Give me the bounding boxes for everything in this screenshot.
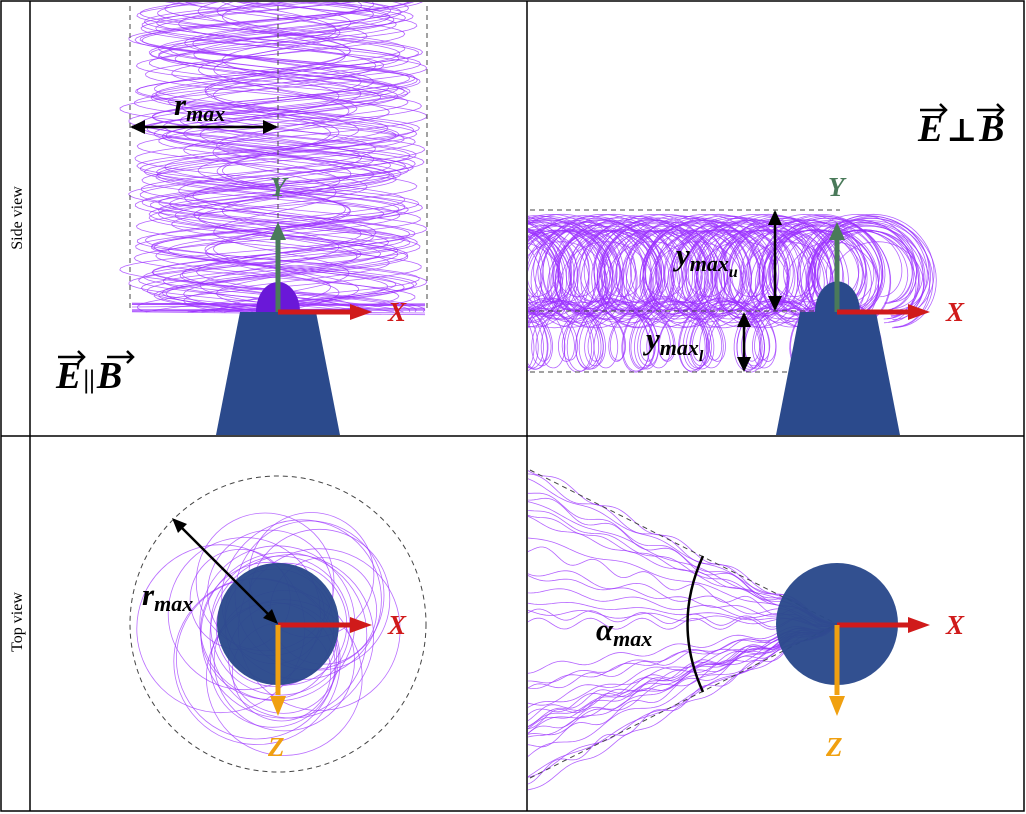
x-axis-arrow xyxy=(278,304,372,320)
probe-body xyxy=(216,282,340,435)
svg-text:E||B: E||B xyxy=(55,355,122,397)
panel-side-parallel: rmax Y X E||B xyxy=(55,2,428,435)
x-axis-label: X xyxy=(387,297,407,327)
r-max-arrow xyxy=(130,120,278,134)
r-max-label: rmax xyxy=(142,577,193,616)
alpha-max-label: αmax xyxy=(596,612,652,651)
r-max-arrow xyxy=(172,518,278,624)
z-axis-label: Z xyxy=(267,732,285,762)
y-axis-label: Y xyxy=(270,172,289,202)
r-max-label: rmax xyxy=(174,87,225,126)
x-axis-label: X xyxy=(387,610,407,640)
relation-e-parallel-b: E||B xyxy=(55,350,135,397)
y-max-u-arrow xyxy=(768,210,782,311)
svg-text:E⊥B: E⊥B xyxy=(917,108,1004,150)
z-axis-arrow xyxy=(829,625,845,716)
y-max-l-label: ymaxl xyxy=(642,321,704,365)
y-axis-arrow xyxy=(829,222,845,312)
y-axis-arrow xyxy=(270,222,286,312)
x-axis-label: X xyxy=(945,610,965,640)
z-axis-arrow xyxy=(270,625,286,716)
x-axis-arrow xyxy=(837,617,930,633)
panel-top-perpendicular: αmax X Z xyxy=(528,469,965,791)
panel-top-parallel: rmax X Z xyxy=(129,475,427,773)
y-max-u-label: ymaxu xyxy=(672,237,738,281)
row-label-top-view: Top view xyxy=(9,592,26,652)
z-axis-label: Z xyxy=(825,732,843,762)
trajectory-helical xyxy=(119,2,428,316)
x-axis-arrow xyxy=(837,304,930,320)
alpha-max-arc xyxy=(686,555,705,693)
x-axis-label: X xyxy=(945,297,965,327)
relation-e-perp-b: E⊥B xyxy=(917,103,1005,150)
panel-side-perpendicular: ymaxu ymaxl Y X E⊥B xyxy=(528,103,1005,435)
x-axis-arrow xyxy=(278,617,372,633)
y-max-l-arrow xyxy=(737,312,751,372)
y-axis-label: Y xyxy=(828,172,847,202)
row-label-side-view: Side view xyxy=(9,186,26,250)
